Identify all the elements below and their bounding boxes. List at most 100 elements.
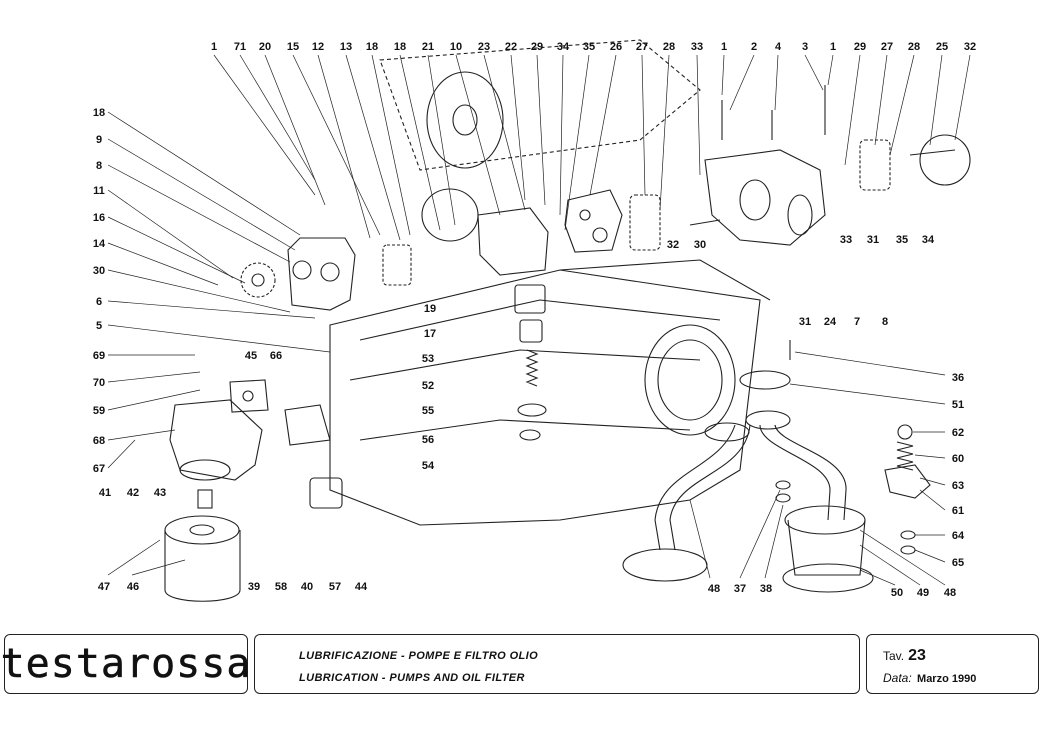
part-label-3: 3 — [802, 41, 808, 53]
pickup-gasket — [739, 370, 791, 390]
title-box: LUBRIFICAZIONE - POMPE E FILTRO OLIO LUB… — [254, 634, 860, 694]
part-label-33: 33 — [840, 234, 852, 246]
part-label-6: 6 — [96, 296, 102, 308]
part-label-27: 27 — [881, 41, 893, 53]
pump-housing-left — [287, 237, 356, 311]
part-label-60: 60 — [952, 453, 964, 465]
pump-bore — [292, 260, 312, 280]
part-label-47: 47 — [98, 581, 110, 593]
sprocket — [240, 262, 276, 298]
engine-block-ghost — [379, 39, 701, 171]
part-label-7: 7 — [854, 316, 860, 328]
engine-parts-drawing — [164, 39, 971, 602]
part-label-25: 25 — [936, 41, 948, 53]
part-label-10: 10 — [450, 41, 462, 53]
part-label-71: 71 — [234, 41, 246, 53]
stud — [909, 149, 956, 156]
part-label-41: 41 — [99, 487, 111, 499]
part-label-52: 52 — [422, 380, 434, 392]
sprocket-hub — [251, 273, 265, 287]
stud — [689, 219, 721, 226]
part-label-66: 66 — [270, 350, 282, 362]
part-label-38: 38 — [760, 583, 772, 595]
bracket — [284, 404, 331, 446]
pickup-pipe — [654, 424, 736, 551]
leader-lines — [107, 54, 971, 586]
part-label-33: 33 — [691, 41, 703, 53]
part-label-18: 18 — [394, 41, 406, 53]
part-label-31: 31 — [867, 234, 879, 246]
filter-head-base — [179, 459, 231, 481]
gear — [382, 244, 412, 286]
part-label-15: 15 — [287, 41, 299, 53]
part-label-45: 45 — [245, 350, 257, 362]
bellhousing-opening — [644, 324, 736, 436]
tav-row: Tav.23 — [883, 645, 1038, 667]
valve-washer — [519, 429, 541, 441]
strainer-ring — [782, 563, 874, 593]
oil-sender — [309, 477, 343, 509]
part-label-32: 32 — [964, 41, 976, 53]
pump-spacer — [519, 319, 543, 343]
part-label-18: 18 — [366, 41, 378, 53]
part-label-54: 54 — [422, 460, 435, 472]
pickup-strainer — [622, 548, 708, 582]
part-label-51: 51 — [952, 399, 964, 411]
testarossa-logo: testarossa — [0, 641, 252, 688]
pickup-flange — [745, 410, 791, 430]
pump-gear — [629, 194, 661, 251]
washer — [775, 480, 791, 490]
tav-label: Tav. — [883, 649, 905, 663]
part-label-30: 30 — [694, 239, 706, 251]
bracket-hole — [242, 390, 254, 402]
part-label-40: 40 — [301, 581, 313, 593]
part-label-12: 12 — [312, 41, 324, 53]
part-label-1: 1 — [830, 41, 836, 53]
part-label-35: 35 — [896, 234, 908, 246]
part-label-63: 63 — [952, 480, 964, 492]
part-label-57: 57 — [329, 581, 341, 593]
pickup-pipe — [759, 424, 831, 521]
part-label-8: 8 — [96, 160, 102, 172]
o-ring — [900, 530, 916, 540]
parts-exploded-diagram: 1712015121318182110232229343526272833124… — [93, 39, 976, 602]
pulley-hub — [452, 104, 478, 136]
pump-end-cover — [919, 134, 971, 186]
part-label-31: 31 — [799, 316, 811, 328]
pump-plate — [477, 207, 549, 276]
valve-ball — [897, 424, 913, 440]
part-label-46: 46 — [127, 581, 139, 593]
part-label-62: 62 — [952, 427, 964, 439]
part-label-21: 21 — [422, 41, 434, 53]
pump-bore — [320, 262, 340, 282]
pickup-pipe — [669, 424, 751, 551]
filter-head — [169, 399, 263, 481]
valve-body — [884, 464, 931, 499]
sump-flange — [559, 259, 771, 301]
part-label-42: 42 — [127, 487, 139, 499]
strainer-body — [787, 519, 866, 576]
bellhousing-inner — [657, 339, 723, 421]
crankcase-rib — [359, 419, 691, 441]
part-label-32: 32 — [667, 239, 679, 251]
part-label-18: 18 — [93, 107, 105, 119]
part-label-68: 68 — [93, 435, 105, 447]
housing-port — [739, 179, 771, 221]
pump-cover — [564, 189, 623, 253]
oil-filter-hole — [189, 524, 215, 536]
part-label-34: 34 — [922, 234, 935, 246]
part-label-11: 11 — [93, 185, 105, 197]
crankcase-rib — [359, 299, 721, 341]
pulley — [426, 71, 504, 169]
part-label-69: 69 — [93, 350, 105, 362]
part-label-4: 4 — [775, 41, 782, 53]
part-label-17: 17 — [424, 328, 436, 340]
pickup-pipe — [774, 424, 847, 521]
oil-filter-body — [164, 530, 241, 602]
pump-gear — [859, 139, 891, 191]
part-label-30: 30 — [93, 265, 105, 277]
part-label-13: 13 — [340, 41, 352, 53]
part-label-34: 34 — [557, 41, 570, 53]
part-label-65: 65 — [952, 557, 964, 569]
part-label-22: 22 — [505, 41, 517, 53]
